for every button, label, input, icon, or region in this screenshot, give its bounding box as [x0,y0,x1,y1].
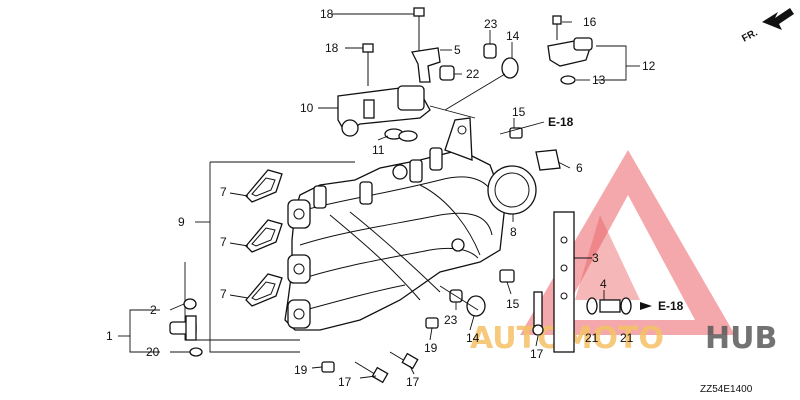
callout-21-right: 21 [620,331,634,345]
callout-10: 10 [300,101,314,115]
callout-23-top: 23 [484,17,498,31]
callout-8: 8 [510,225,517,239]
intake-manifold [284,117,506,331]
callout-7-mid: 7 [220,235,227,249]
nut-19-right [425,317,439,329]
nut-19-left [321,361,335,373]
callout-numbers: 18 18 5 22 23 14 16 12 13 10 15 11 6 7 7… [106,7,656,389]
callout-5: 5 [454,43,461,57]
callout-20: 20 [146,345,160,359]
callout-9: 9 [178,215,185,229]
callout-14-bottom: 14 [466,331,480,345]
callout-19-left: 19 [294,363,308,377]
connector-22 [439,65,455,81]
callout-6: 6 [576,161,583,175]
callout-19-right: 19 [424,341,438,355]
callout-13: 13 [592,73,606,87]
grommet-14-bottom [466,295,486,317]
callout-17-left: 17 [338,375,352,389]
idle-air-control-valve [337,85,431,137]
callout-16: 16 [583,15,597,29]
callout-18-top: 18 [320,7,334,21]
callout-12: 12 [642,59,656,73]
callout-21-left: 21 [585,331,599,345]
ref-e18-top: E-18 [548,115,574,129]
ref-e18-right: E-18 [658,299,684,313]
front-label: FR. [740,27,760,44]
callout-23-bottom: 23 [444,313,458,327]
o-ring-11b [398,130,418,142]
callout-15-bottom: 15 [506,297,520,311]
port-gaskets [245,169,283,307]
callout-22: 22 [466,67,480,81]
callout-17-mid: 17 [406,375,420,389]
clip-5 [411,47,441,83]
callout-11: 11 [372,143,385,157]
front-direction-arrow-icon [762,8,794,30]
callout-2: 2 [150,303,157,317]
callout-1: 1 [106,329,113,343]
studs-17 [354,351,419,384]
cap-23-top [483,43,497,59]
grommet-14-top [501,57,519,79]
callout-17-right: 17 [530,347,544,361]
callout-7-top: 7 [220,185,227,199]
breather-fitting-group [532,211,652,353]
connector-6 [535,149,561,171]
leader-lines [169,13,592,379]
map-sensor [547,15,593,85]
callout-7-bottom: 7 [220,287,227,301]
callout-14-top: 14 [506,29,520,43]
callout-15-top: 15 [512,105,526,119]
bolts-18 [362,7,425,86]
watermark-text-b: HUB [705,321,777,356]
diagram-code: ZZ54E1400 [700,384,753,395]
callout-3: 3 [592,251,599,265]
callout-18: 18 [325,41,339,55]
callout-4: 4 [600,277,607,291]
bolt-15-bottom [499,269,515,283]
throttle-body-gasket [487,165,537,215]
